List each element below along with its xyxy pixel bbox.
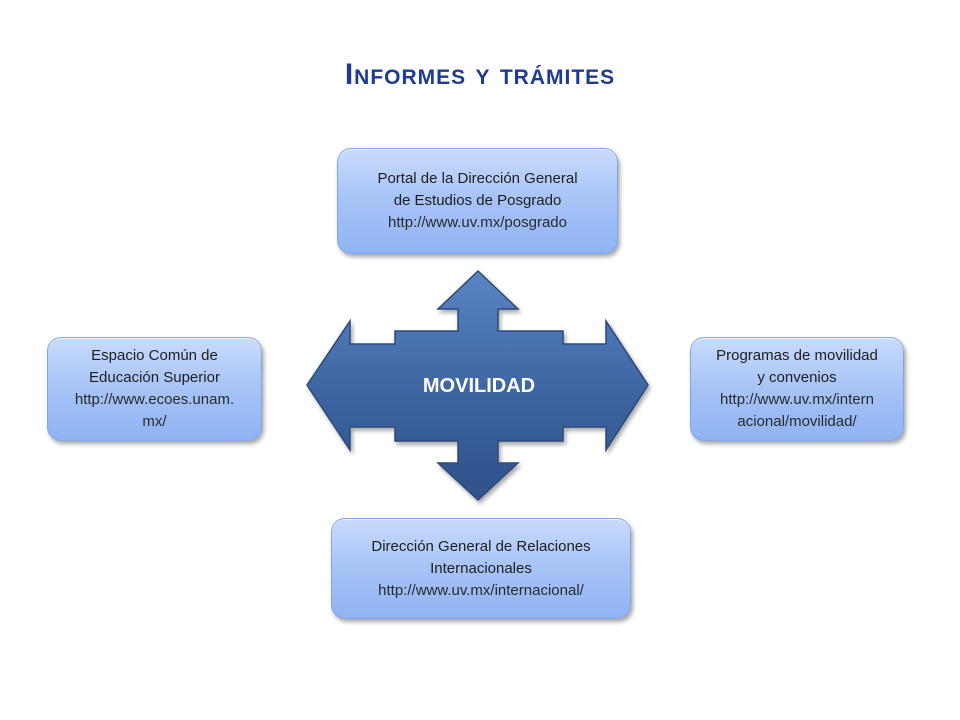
node-ecoes: Espacio Común de Educación Superior http… bbox=[47, 337, 262, 441]
node-link[interactable]: http://www.ecoes.unam. bbox=[74, 391, 235, 408]
node-text-line: de Estudios de Posgrado bbox=[393, 192, 562, 209]
node-relaciones-internacionales: Dirección General de Relaciones Internac… bbox=[331, 518, 631, 619]
node-link-continuation[interactable]: mx/ bbox=[142, 413, 167, 430]
node-link[interactable]: http://www.uv.mx/intern bbox=[720, 391, 874, 408]
node-movilidad-convenios: Programas de movilidad y convenios http:… bbox=[690, 337, 904, 441]
node-text-line: Programas de movilidad bbox=[716, 347, 878, 364]
node-text-line: Portal de la Dirección General bbox=[377, 170, 578, 187]
node-link[interactable]: http://www.uv.mx/internacional/ bbox=[378, 581, 584, 599]
center-label: MOVILIDAD bbox=[422, 374, 536, 397]
arrow-shape bbox=[306, 269, 649, 502]
node-text-line: Espacio Común de bbox=[91, 347, 218, 364]
node-text-line: Internacionales bbox=[430, 559, 532, 577]
node-link-continuation[interactable]: acional/movilidad/ bbox=[737, 413, 857, 430]
node-text-line: Dirección General de Relaciones bbox=[371, 537, 591, 555]
slide-title: Informes y trámites bbox=[344, 58, 616, 91]
node-text-line: Educación Superior bbox=[89, 369, 220, 386]
node-portal-posgrado: Portal de la Dirección General de Estudi… bbox=[337, 148, 618, 254]
node-link[interactable]: http://www.uv.mx/posgrado bbox=[388, 214, 567, 231]
node-text-line: y convenios bbox=[757, 369, 837, 386]
